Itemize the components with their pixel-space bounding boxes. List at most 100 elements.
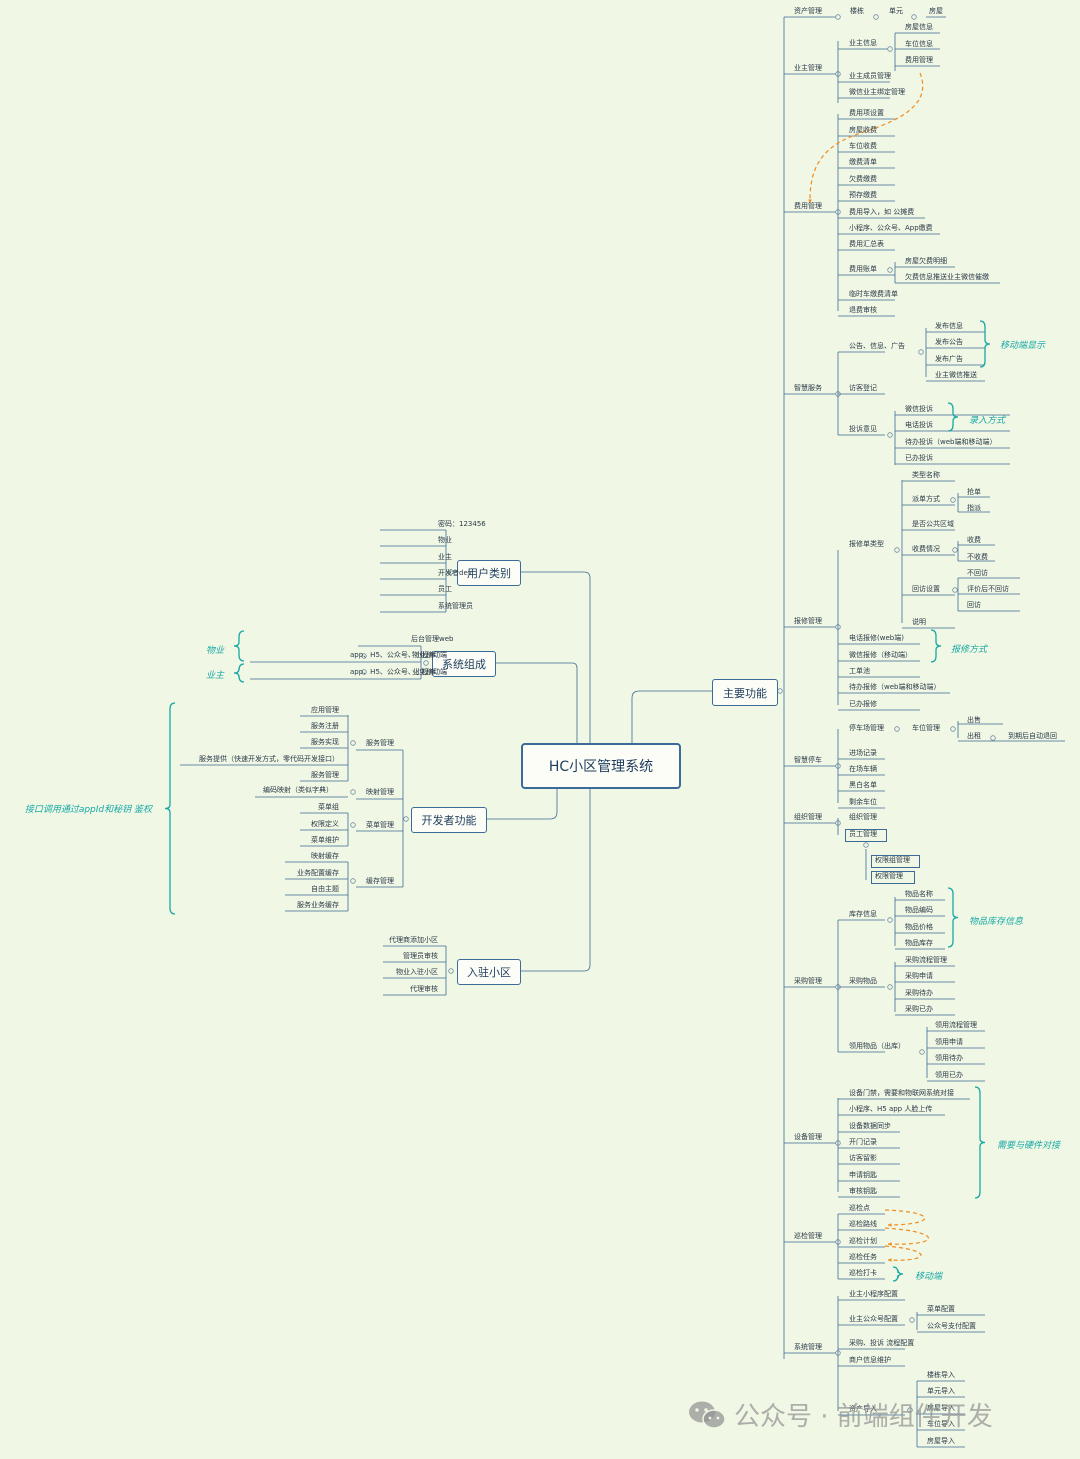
stock-item-3[interactable]: 物品库存 <box>905 939 933 947</box>
menu-item-1[interactable]: 权限定义 <box>311 820 339 828</box>
menu-item-2[interactable]: 菜单维护 <box>311 836 339 844</box>
wechat-complaint-node[interactable]: 微信投诉 <box>905 405 933 413</box>
publish-ad-node[interactable]: 发布广告 <box>935 355 963 363</box>
parking-item-1[interactable]: 在场车辆 <box>849 765 877 773</box>
use-node[interactable]: 领用物品（出库） <box>849 1042 905 1050</box>
collapse-toggle-icon[interactable] <box>863 842 869 848</box>
sys-item-2[interactable]: 采购、投诉 流程配置 <box>849 1339 915 1347</box>
collapse-toggle-icon[interactable] <box>887 46 893 52</box>
house-node[interactable]: 房屋 <box>929 7 943 15</box>
wechat-config-item-1[interactable]: 公众号支付配置 <box>927 1322 976 1330</box>
house-info-node[interactable]: 房屋信息 <box>905 23 933 31</box>
sys-node[interactable]: 系统管理 <box>794 1343 822 1351</box>
backend-web-node[interactable]: 后台管理web <box>411 635 454 643</box>
import-item-3[interactable]: 车位导入 <box>927 1420 955 1428</box>
main-functions-node[interactable]: 主要功能 <box>712 679 778 706</box>
collapse-toggle-icon[interactable] <box>350 740 356 746</box>
collapse-toggle-icon[interactable] <box>950 726 956 732</box>
collapse-toggle-icon[interactable] <box>950 497 956 503</box>
collapse-toggle-icon[interactable] <box>894 547 900 553</box>
repair-item-4[interactable]: 已办报修 <box>849 700 877 708</box>
user-type-0[interactable]: 密码：123456 <box>438 520 486 528</box>
wechat-push-node[interactable]: 业主微信推送 <box>935 371 977 379</box>
parking-item-0[interactable]: 进场记录 <box>849 749 877 757</box>
unit-node[interactable]: 单元 <box>889 7 903 15</box>
patrol-item-3[interactable]: 巡检任务 <box>849 1253 877 1261</box>
enter-community-node[interactable]: 入驻小区 <box>457 959 521 985</box>
fee-item-1[interactable]: 房屋收费 <box>849 126 877 134</box>
rent-node[interactable]: 出租 <box>967 732 981 740</box>
device-item-4[interactable]: 访客留影 <box>849 1154 877 1162</box>
fee-item-11[interactable]: 退费审核 <box>849 306 877 314</box>
device-item-0[interactable]: 设备门禁，需要和物联网系统对接 <box>849 1089 954 1097</box>
member-mgmt-node[interactable]: 业主成员管理 <box>849 72 891 80</box>
owner-mobile-node[interactable]: 业主移动端 <box>412 668 447 676</box>
smart-service-node[interactable]: 智慧服务 <box>794 384 822 392</box>
patrol-item-2[interactable]: 巡检计划 <box>849 1237 877 1245</box>
fee-item-7[interactable]: 小程序、公众号、App缴费 <box>849 224 933 232</box>
buy-item-2[interactable]: 采购待办 <box>905 989 933 997</box>
repair-item-0[interactable]: 电话报修(web端) <box>849 634 904 642</box>
phone-complaint-node[interactable]: 电话投诉 <box>905 421 933 429</box>
collapse-toggle-icon[interactable] <box>887 432 893 438</box>
visit-node[interactable]: 回访 <box>967 601 981 609</box>
enter-item-0[interactable]: 代理商添加小区 <box>389 936 438 944</box>
employee-mgmt-node[interactable]: 员工管理 <box>849 830 877 838</box>
collapse-toggle-icon[interactable] <box>887 984 893 990</box>
arrears-detail-node[interactable]: 房屋欠费明细 <box>905 257 947 265</box>
parking-info-node[interactable]: 车位信息 <box>905 40 933 48</box>
repair-type-item-3[interactable]: 收费情况 <box>912 545 940 553</box>
owner-channels-node[interactable]: app、H5、公众号、小程序 <box>350 668 436 676</box>
import-item-2[interactable]: 房屋导入 <box>927 1404 955 1412</box>
collapse-toggle-icon[interactable] <box>350 878 356 884</box>
org-manage-node[interactable]: 组织管理 <box>849 813 877 821</box>
collapse-toggle-icon[interactable] <box>907 1407 913 1413</box>
repair-item-1[interactable]: 微信报修（移动端） <box>849 651 912 659</box>
eval-no-visit-node[interactable]: 评价后不回访 <box>967 585 1009 593</box>
arrears-push-node[interactable]: 欠费信息推送业主微信催缴 <box>905 273 989 281</box>
enter-item-2[interactable]: 物业入驻小区 <box>396 968 438 976</box>
purchase-node[interactable]: 采购管理 <box>794 977 822 985</box>
use-item-2[interactable]: 领用待办 <box>935 1054 963 1062</box>
collapse-toggle-icon[interactable] <box>448 569 454 575</box>
collapse-toggle-icon[interactable] <box>777 688 783 694</box>
fee-item-3[interactable]: 缴费清单 <box>849 158 877 166</box>
user-type-4[interactable]: 员工 <box>438 585 452 593</box>
wechat-bind-node[interactable]: 微信业主绑定管理 <box>849 88 905 96</box>
publish-notice-node[interactable]: 发布公告 <box>935 338 963 346</box>
service-item-2[interactable]: 服务实现 <box>311 738 339 746</box>
collapse-toggle-icon[interactable] <box>361 653 367 659</box>
patrol-node[interactable]: 巡检管理 <box>794 1232 822 1240</box>
fee-item-8[interactable]: 费用汇总表 <box>849 240 884 248</box>
menu-mgmt-node[interactable]: 菜单管理 <box>366 821 394 829</box>
visitor-node[interactable]: 访客登记 <box>849 384 877 392</box>
org-mgmt-node[interactable]: 组织管理 <box>794 813 822 821</box>
buy-node[interactable]: 采购物品 <box>849 977 877 985</box>
collapse-toggle-icon[interactable] <box>909 1317 915 1323</box>
device-node[interactable]: 设备管理 <box>794 1133 822 1141</box>
fee-item-0[interactable]: 费用项设置 <box>849 109 884 117</box>
service-item-3[interactable]: 服务提供（快速开发方式，零代码开发接口） <box>199 755 339 763</box>
buy-item-3[interactable]: 采购已办 <box>905 1005 933 1013</box>
fee-item-5[interactable]: 预存缴费 <box>849 191 877 199</box>
collapse-toggle-icon[interactable] <box>952 587 958 593</box>
patrol-item-4[interactable]: 巡检打卡 <box>849 1269 877 1277</box>
collapse-toggle-icon[interactable] <box>350 822 356 828</box>
collapse-toggle-icon[interactable] <box>919 1049 925 1055</box>
complaint-node[interactable]: 投诉意见 <box>849 425 877 433</box>
collapse-toggle-icon[interactable] <box>873 14 879 20</box>
buy-item-1[interactable]: 采购申请 <box>905 972 933 980</box>
repair-type-item-1[interactable]: 派单方式 <box>912 495 940 503</box>
repair-type-node[interactable]: 报修单类型 <box>849 540 884 548</box>
stock-item-2[interactable]: 物品价格 <box>905 923 933 931</box>
repair-type-item-0[interactable]: 类型名称 <box>912 471 940 479</box>
collapse-toggle-icon[interactable] <box>952 547 958 553</box>
enter-item-1[interactable]: 管理员审核 <box>403 952 438 960</box>
no-visit-node[interactable]: 不回访 <box>967 569 988 577</box>
assign-node[interactable]: 指派 <box>967 504 981 512</box>
buy-item-0[interactable]: 采购流程管理 <box>905 956 947 964</box>
no-charge-node[interactable]: 不收费 <box>967 553 988 561</box>
property-channels-node[interactable]: app、H5、公众号、小程序 <box>350 651 436 659</box>
service-item-1[interactable]: 服务注册 <box>311 722 339 730</box>
collapse-toggle-icon[interactable] <box>887 917 893 923</box>
